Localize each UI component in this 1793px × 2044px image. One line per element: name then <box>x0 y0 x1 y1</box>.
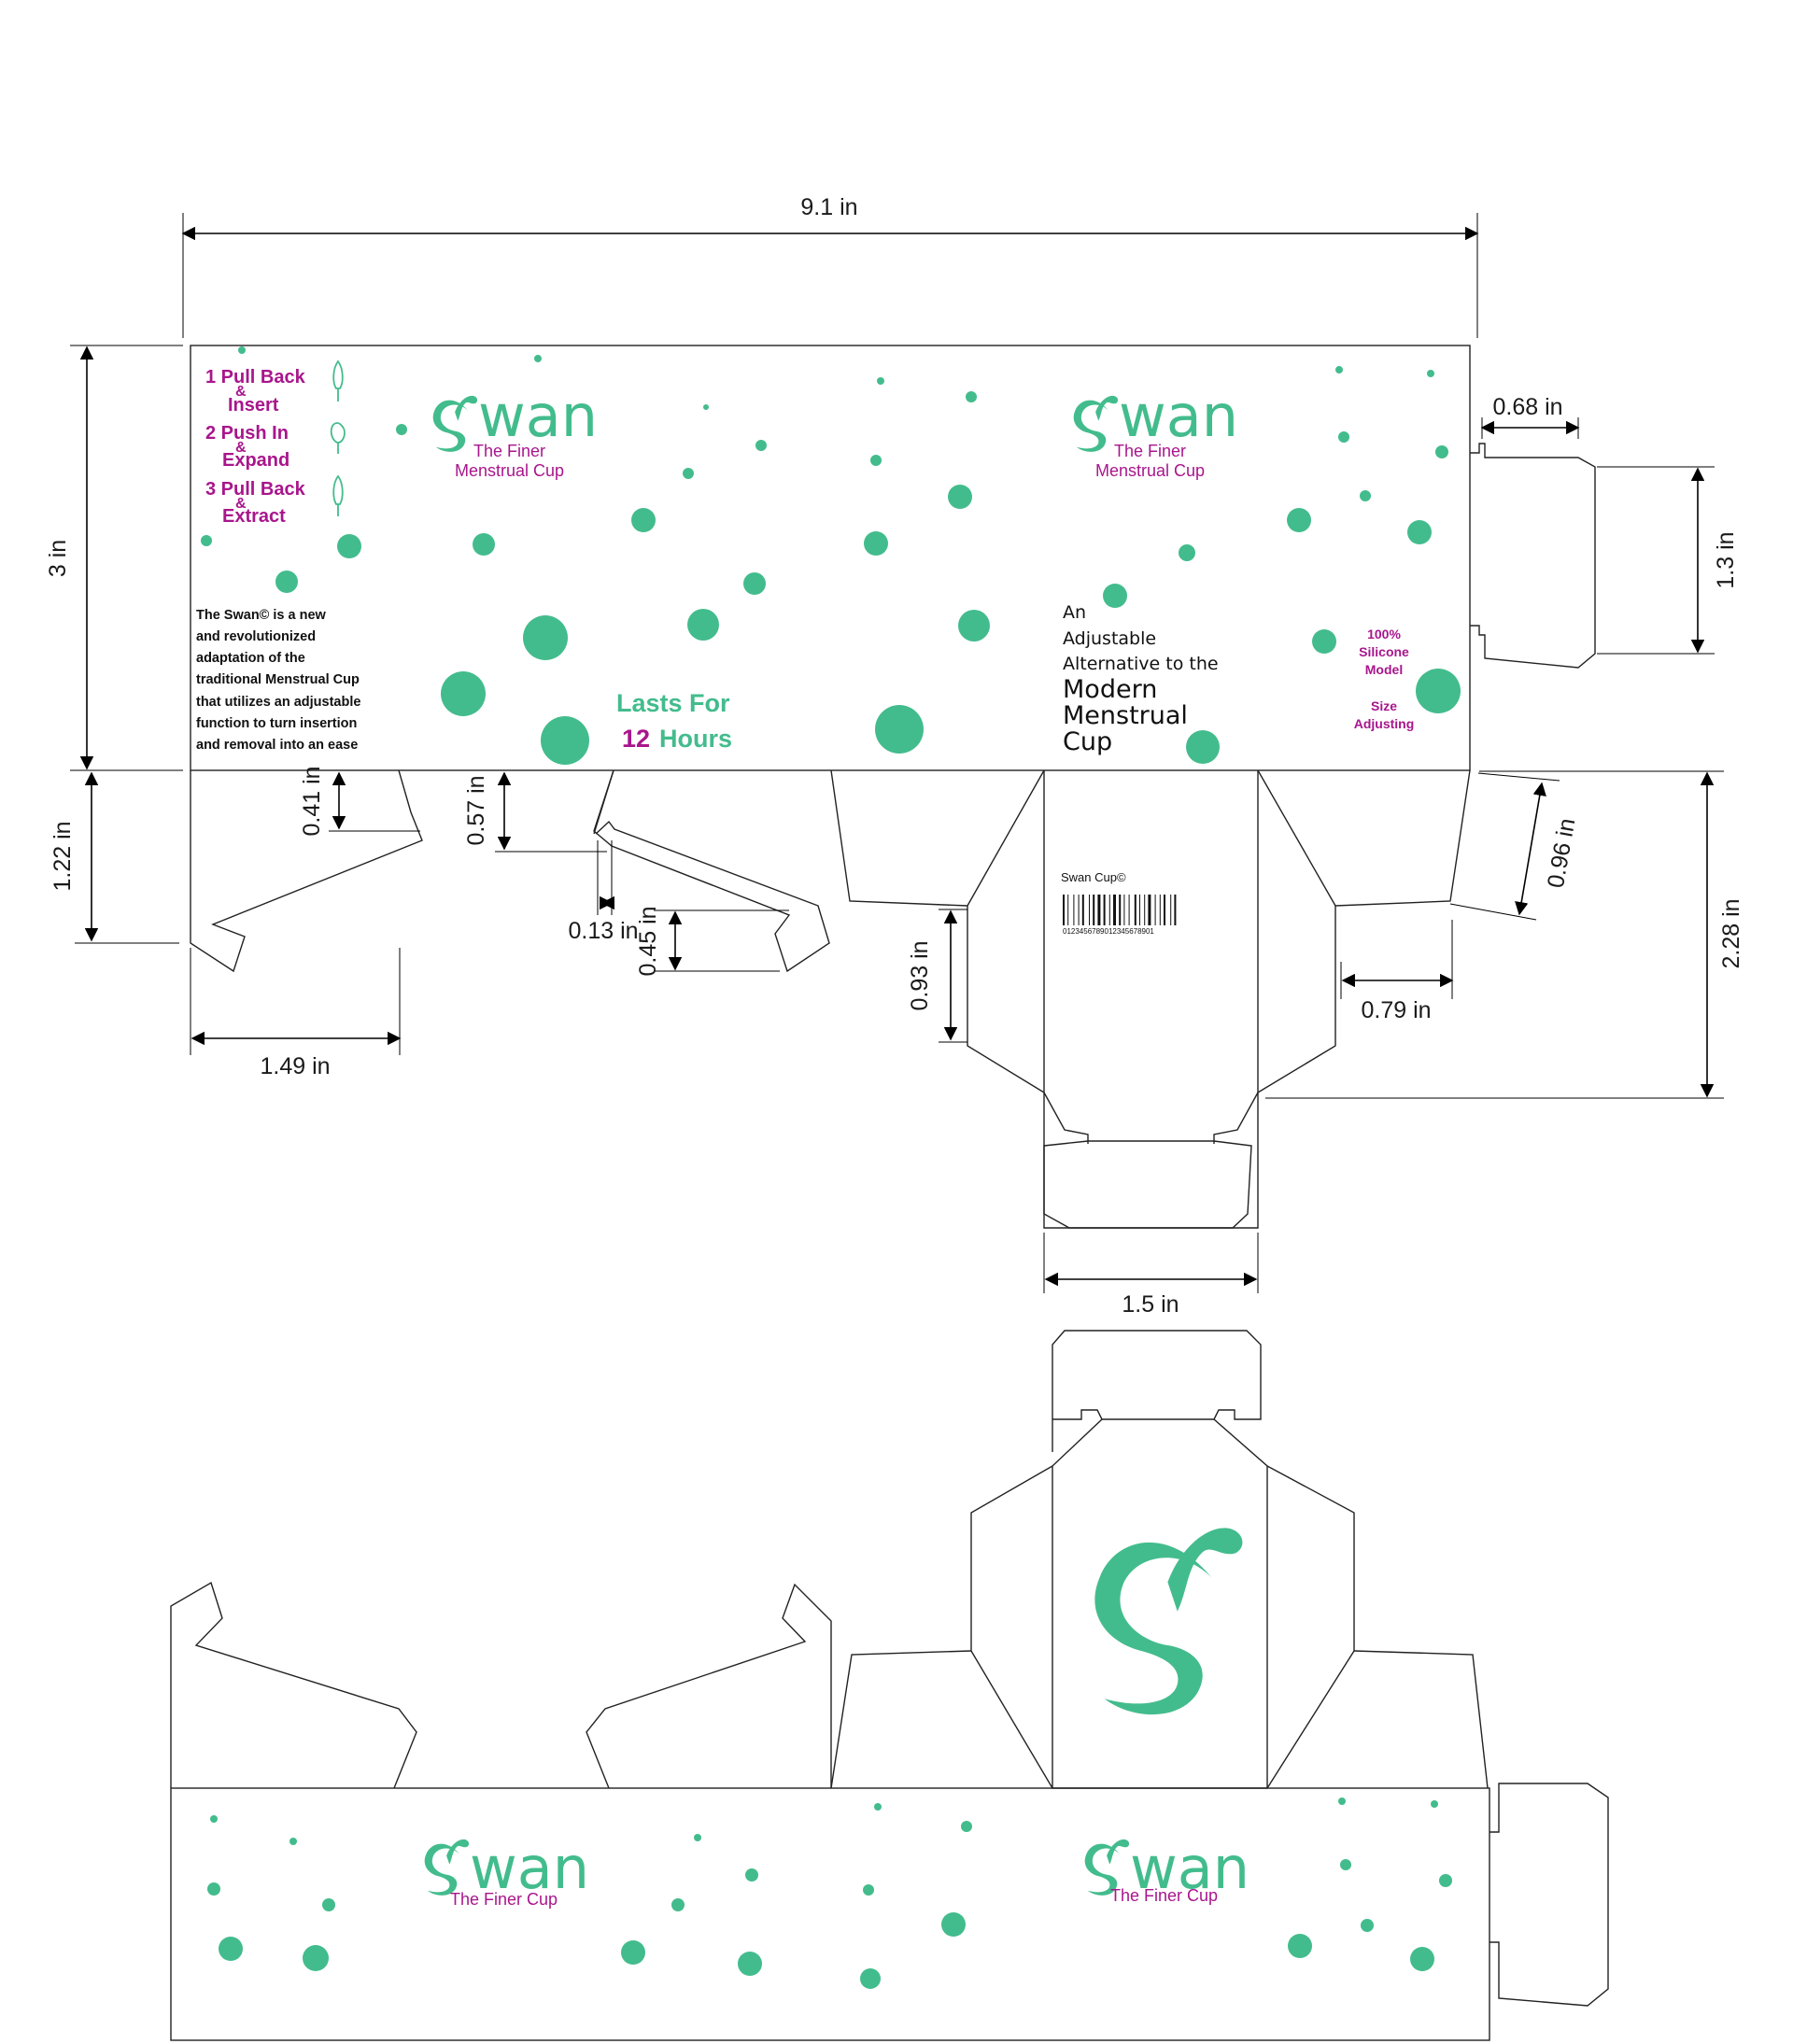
svg-text:2.28 in: 2.28 in <box>1718 898 1744 968</box>
svg-text:2 Push In: 2 Push In <box>205 423 289 444</box>
svg-text:The Finer Cup: The Finer Cup <box>450 1890 558 1909</box>
bottom-tuck <box>1043 1140 1252 1229</box>
side-flap-right <box>1257 769 1471 907</box>
svg-text:1.3 in: 1.3 in <box>1713 531 1739 588</box>
svg-text:&: & <box>235 440 247 456</box>
svg-text:0.96 in: 0.96 in <box>1543 816 1581 890</box>
svg-text:0.45 in: 0.45 in <box>635 906 661 976</box>
svg-text:traditional Menstrual Cup: traditional Menstrual Cup <box>196 672 360 687</box>
swan-logo-top-left: wan The Finer Menstrual Cup <box>432 382 598 480</box>
svg-text:Menstrual Cup: Menstrual Cup <box>1095 461 1205 480</box>
svg-text:0.93 in: 0.93 in <box>907 940 933 1010</box>
features-text: 100% Silicone Model Size Adjusting <box>1354 627 1415 731</box>
svg-text:1.22 in: 1.22 in <box>49 821 76 891</box>
svg-text:0.57 in: 0.57 in <box>463 775 489 845</box>
svg-text:9.1 in: 9.1 in <box>800 194 857 220</box>
top-tuck-flap <box>1052 1330 1262 1452</box>
swan-logo-bottom-left: wan The Finer Cup <box>424 1834 589 1909</box>
tagline-text: An Adjustable Alternative to the Modern … <box>1063 602 1219 756</box>
svg-text:Adjustable: Adjustable <box>1063 628 1156 649</box>
svg-text:wan: wan <box>470 1834 589 1902</box>
svg-text:0.13 in: 0.13 in <box>568 918 638 944</box>
flap-1 <box>190 769 423 973</box>
svg-text:An: An <box>1063 602 1086 623</box>
svg-text:1.5 in: 1.5 in <box>1122 1291 1179 1318</box>
svg-text:0.68 in: 0.68 in <box>1492 394 1562 420</box>
svg-text:adaptation of the: adaptation of the <box>196 651 305 666</box>
svg-text:Expand: Expand <box>222 450 289 471</box>
svg-text:Extract: Extract <box>222 506 286 527</box>
svg-text:Swan Cup©: Swan Cup© <box>1061 870 1126 884</box>
svg-text:Silicone: Silicone <box>1359 644 1409 659</box>
svg-text:0.79 in: 0.79 in <box>1361 997 1431 1023</box>
svg-text:1.49 in: 1.49 in <box>260 1053 330 1079</box>
svg-text:The Swan© is a new: The Swan© is a new <box>196 608 327 623</box>
svg-text:Lasts For: Lasts For <box>616 689 730 717</box>
svg-text:Size: Size <box>1371 698 1397 713</box>
svg-text:1 Pull Back: 1 Pull Back <box>205 367 306 388</box>
top-dieline <box>190 345 1596 1229</box>
svg-text:0.41 in: 0.41 in <box>299 766 325 836</box>
flap-2 <box>593 769 830 973</box>
svg-text:Cup: Cup <box>1063 727 1112 756</box>
svg-text:&: & <box>235 384 247 400</box>
glue-tab-bottom <box>1489 1783 1609 2007</box>
bottom-panel-dots <box>207 1797 1452 1989</box>
swan-logo-large-icon <box>1094 1528 1243 1715</box>
svg-text:and revolutionized: and revolutionized <box>196 629 316 644</box>
main-panel <box>190 345 1471 771</box>
side-flap-left <box>830 769 1045 907</box>
dimension-lines <box>70 213 1724 1293</box>
svg-text:&: & <box>235 496 247 512</box>
barcode-icon <box>1063 895 1177 925</box>
svg-text:12: 12 <box>622 725 650 753</box>
svg-text:3 in: 3 in <box>45 540 71 577</box>
bottom-dieline <box>170 1330 1609 2041</box>
barcode: Swan Cup© 0123456789012345678901 <box>1061 870 1177 936</box>
svg-text:Menstrual Cup: Menstrual Cup <box>455 461 564 480</box>
svg-text:Modern: Modern <box>1063 675 1157 704</box>
svg-text:wan: wan <box>478 382 598 450</box>
svg-text:wan: wan <box>1130 1834 1249 1902</box>
usage-steps: 1 Pull Back & Insert 2 Push In & Expand … <box>205 359 346 527</box>
svg-text:3 Pull Back: 3 Pull Back <box>205 479 306 500</box>
svg-text:Insert: Insert <box>228 395 279 416</box>
glue-tab-right <box>1470 443 1596 669</box>
back-panel <box>170 1787 1490 2041</box>
svg-text:0123456789012345678901: 0123456789012345678901 <box>1063 927 1154 936</box>
svg-text:100%: 100% <box>1367 627 1401 641</box>
description-text: The Swan© is a new and revolutionized ad… <box>196 608 360 753</box>
svg-text:The Finer: The Finer <box>473 442 545 460</box>
svg-text:and removal into an ease: and removal into an ease <box>196 738 358 753</box>
top-panel-dots <box>201 346 1461 765</box>
svg-text:The Finer: The Finer <box>1114 442 1186 460</box>
svg-text:that utilizes an adjustable: that utilizes an adjustable <box>196 695 360 710</box>
svg-text:Hours: Hours <box>659 725 732 753</box>
lasts-for-text: Lasts For 12 Hours <box>616 689 732 753</box>
svg-text:Model: Model <box>1365 662 1403 677</box>
swan-logo-top-right: wan The Finer Menstrual Cup <box>1073 382 1238 480</box>
cup-step-icon <box>330 359 346 516</box>
svg-text:Adjusting: Adjusting <box>1354 716 1415 731</box>
svg-text:Menstrual: Menstrual <box>1063 701 1188 730</box>
svg-text:The Finer Cup: The Finer Cup <box>1110 1886 1218 1905</box>
svg-text:function to turn insertion: function to turn insertion <box>196 716 357 731</box>
svg-text:Alternative to the: Alternative to the <box>1063 654 1219 674</box>
dimension-labels: 9.1 in 3 in 0.68 in 1.3 in 1.22 in 0.41 … <box>45 194 1744 1318</box>
swan-logo-bottom-right: wan The Finer Cup <box>1084 1834 1249 1905</box>
bottom-panel <box>1043 770 1259 1229</box>
svg-text:wan: wan <box>1119 382 1238 450</box>
